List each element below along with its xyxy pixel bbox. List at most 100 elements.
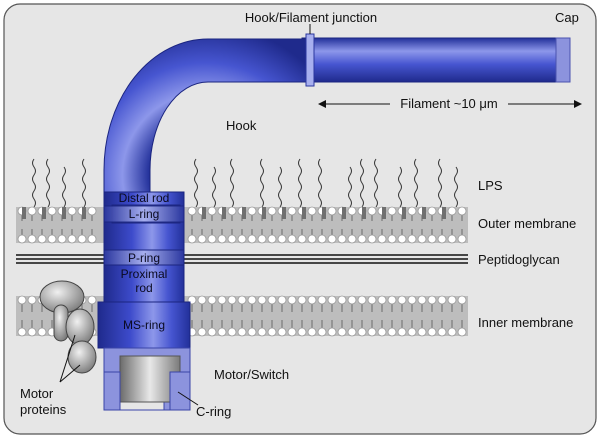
- lipid-head: [277, 295, 287, 305]
- lps-chain: [348, 166, 352, 208]
- peptidoglycan-layer: [16, 254, 468, 264]
- lipid-head: [257, 234, 267, 244]
- ms-ring: [97, 301, 191, 349]
- lipid-head: [427, 295, 437, 305]
- lipid-head: [387, 327, 397, 337]
- lipid-head: [327, 234, 337, 244]
- hook-label: Hook: [226, 118, 257, 133]
- lipid-head: [417, 234, 427, 244]
- lipid-head: [407, 327, 417, 337]
- cap: [555, 37, 571, 83]
- lps-core: [362, 207, 366, 219]
- lps-chain: [398, 166, 402, 208]
- lipid-head: [297, 295, 307, 305]
- lipid-head: [357, 295, 367, 305]
- lipid-head: [337, 234, 347, 244]
- lipid-head: [457, 295, 467, 305]
- inner-membrane-label: Inner membrane: [478, 315, 573, 330]
- lps-chain: [260, 158, 264, 208]
- lipid-head: [217, 295, 227, 305]
- lps-core: [42, 207, 46, 219]
- lipid-head: [357, 234, 367, 244]
- lipid-head: [367, 234, 377, 244]
- lps-core: [442, 207, 446, 219]
- motor-proteins-label-line1: Motor: [20, 386, 54, 401]
- lipid-head: [407, 206, 417, 216]
- lipid-head: [397, 234, 407, 244]
- hook: [103, 38, 309, 195]
- lps-chain: [278, 166, 282, 208]
- lipid-head: [327, 327, 337, 337]
- lps-core: [422, 207, 426, 219]
- lps-chain: [318, 158, 322, 208]
- lps-core: [302, 207, 306, 219]
- lps-chain: [374, 158, 378, 208]
- lipid-head: [77, 234, 87, 244]
- lps-core: [202, 207, 206, 219]
- lipid-head: [437, 295, 447, 305]
- lps-chain: [454, 166, 458, 208]
- cap-label: Cap: [555, 10, 579, 25]
- lipid-head: [307, 327, 317, 337]
- proximal-rod-label-line1: Proximal: [121, 267, 168, 281]
- lipid-head: [37, 234, 47, 244]
- lipid-head: [367, 206, 377, 216]
- lps-chain: [46, 158, 50, 208]
- lipid-head: [427, 327, 437, 337]
- lipid-head: [377, 327, 387, 337]
- lps-chain: [438, 158, 442, 208]
- lipid-head: [37, 327, 47, 337]
- lipid-head: [17, 234, 27, 244]
- lipid-head: [317, 234, 327, 244]
- lipid-head: [347, 206, 357, 216]
- lipid-head: [297, 327, 307, 337]
- lps-core: [322, 207, 326, 219]
- lipid-head: [357, 327, 367, 337]
- lipid-head: [247, 327, 257, 337]
- distal-rod-label: Distal rod: [119, 191, 170, 205]
- lipid-head: [457, 206, 467, 216]
- lipid-head: [337, 295, 347, 305]
- motor-proteins: [39, 280, 97, 374]
- lipid-head: [197, 234, 207, 244]
- l-ring-label: L-ring: [129, 207, 160, 221]
- lipid-head: [397, 327, 407, 337]
- lps-core: [242, 207, 246, 219]
- lipid-head: [237, 327, 247, 337]
- hook-filament-junction-label: Hook/Filament junction: [245, 10, 377, 25]
- lipid-head: [447, 234, 457, 244]
- lipid-head: [57, 234, 67, 244]
- lipid-head: [457, 327, 467, 337]
- lipid-head: [457, 234, 467, 244]
- lps-core: [222, 207, 226, 219]
- lipid-head: [427, 206, 437, 216]
- lipid-head: [347, 234, 357, 244]
- lps-chain: [230, 158, 234, 208]
- proximal-rod-label-line2: rod: [135, 281, 152, 295]
- lipid-head: [207, 206, 217, 216]
- lps-chain: [82, 158, 86, 208]
- filament: [301, 37, 565, 83]
- lps-core: [342, 207, 346, 219]
- lipid-head: [347, 295, 357, 305]
- lipid-head: [237, 295, 247, 305]
- lps-chains: [32, 158, 458, 208]
- lipid-head: [207, 295, 217, 305]
- lipid-head: [337, 327, 347, 337]
- lps-core: [382, 207, 386, 219]
- lipid-head: [227, 327, 237, 337]
- lipid-head: [67, 206, 77, 216]
- lipid-head: [287, 327, 297, 337]
- lipid-head: [377, 295, 387, 305]
- lipid-head: [217, 327, 227, 337]
- lipid-head: [407, 295, 417, 305]
- lipid-head: [387, 295, 397, 305]
- motor-switch-label: Motor/Switch: [214, 367, 289, 382]
- lipid-head: [277, 234, 287, 244]
- lipid-head: [247, 295, 257, 305]
- lps-core: [82, 207, 86, 219]
- lipid-head: [367, 327, 377, 337]
- p-ring: [103, 249, 185, 266]
